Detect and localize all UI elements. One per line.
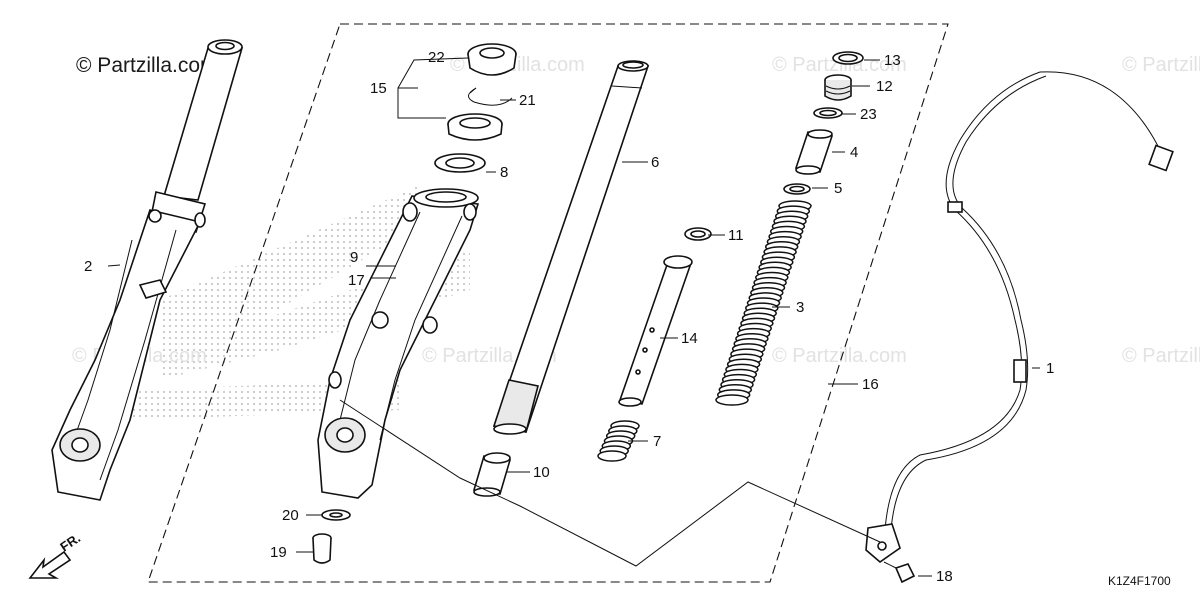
part-19-socket-bolt [312,533,332,564]
part-20-sealing-washer [321,509,351,521]
callout-16: 16 [862,376,879,393]
part-21-stopper-ring [468,87,513,106]
callout-20: 20 [282,507,299,524]
front-direction-indicator: FR. [28,530,83,579]
callout-8: 8 [500,164,508,181]
callout-21: 21 [519,92,536,109]
callout-labels: 1 2 3 4 5 6 7 8 9 10 11 12 13 14 15 16 1… [84,49,1054,585]
part-2-fork-leg-assembly [51,39,244,501]
part-3-fork-spring [715,200,812,406]
callout-4: 4 [850,144,858,161]
callout-7: 7 [653,433,661,450]
part-4-spacer [794,129,834,175]
part-8-washer [434,153,486,173]
callout-14: 14 [681,330,698,347]
callout-17: 17 [348,272,365,289]
callout-2: 2 [84,258,92,275]
part-13-circlip [832,51,864,65]
callout-23: 23 [860,106,877,123]
callout-5: 5 [834,180,842,197]
watermark: © Partzilla.com [772,345,907,367]
direction-arrow-icon [28,550,72,579]
part-9-fork-slider [317,188,480,499]
leader-lines [107,57,1040,577]
part-23-o-ring [813,107,843,119]
callout-10: 10 [533,464,550,481]
callout-15: 15 [370,80,387,97]
watermark: © Partzilla.com [1122,345,1200,367]
copyright-text: © Partzilla.com [76,54,218,77]
part-12-fork-bolt [824,74,852,101]
callout-6: 6 [651,154,659,171]
callout-9: 9 [350,249,358,266]
callout-22: 22 [428,49,445,66]
direction-label: FR. [57,530,83,554]
part-5-washer [783,183,811,195]
part-18-bolt [883,561,916,584]
callout-12: 12 [876,78,893,95]
part-1-speed-sensor-cable [865,71,1174,564]
part-14-fork-piston [618,255,693,407]
spring-coil [715,394,749,406]
assembly-frame [147,23,949,583]
callout-18: 18 [936,568,953,585]
part-22-dust-seal [467,43,517,76]
spring-coil [597,450,627,462]
part-10-oil-lock-piece [472,452,512,497]
part-6-fork-tube [492,60,650,435]
callout-3: 3 [796,299,804,316]
part-15-oil-seal [447,113,503,141]
diagram-code: K1Z4F1700 [1108,574,1171,588]
watermark: © Partzilla.com [1122,54,1200,76]
part-11-piston-ring [684,227,712,241]
callout-19: 19 [270,544,287,561]
callout-1: 1 [1046,360,1054,377]
part-7-rebound-spring [597,420,640,462]
callout-11: 11 [728,227,744,244]
callout-13: 13 [884,52,901,69]
